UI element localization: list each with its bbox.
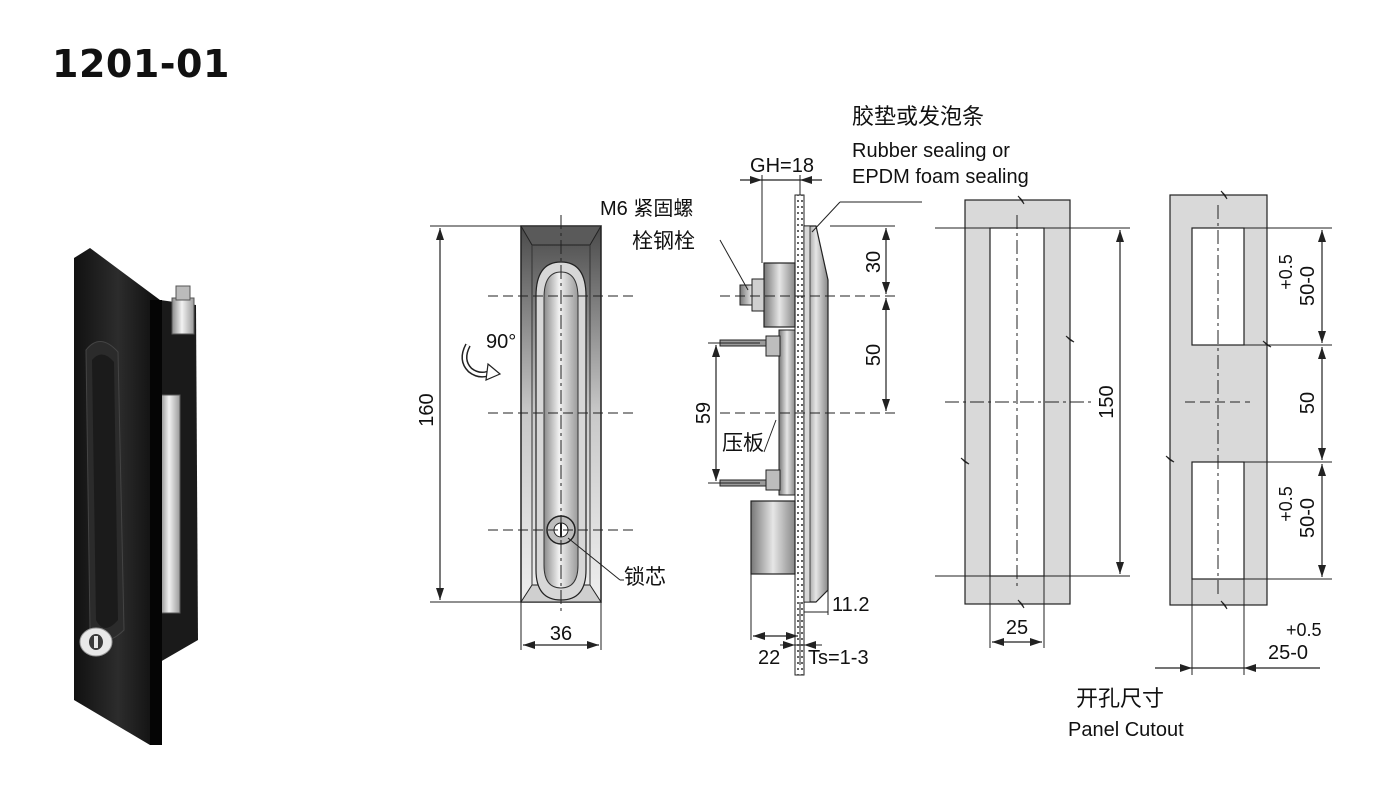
width-nom: 25-0	[1268, 642, 1308, 664]
panel-cutout-cn: 开孔尺寸	[1076, 686, 1164, 711]
bolt-label-line2: 栓钢栓	[632, 230, 695, 253]
front-width-dim: 36	[550, 623, 572, 645]
width-tol: +0.5	[1286, 620, 1322, 640]
sealing-en-line2: EPDM foam sealing	[852, 166, 1029, 188]
dim-mid: 50	[863, 344, 885, 366]
slot-nom-top: 50-0	[1297, 266, 1319, 306]
cutout-a-width-dim: 25	[1006, 617, 1028, 639]
cutout-a: 150 25	[935, 195, 1130, 648]
gap-dim: 50	[1297, 392, 1319, 414]
dim-body: 22	[758, 647, 780, 669]
slot-tol-bottom: +0.5	[1276, 486, 1296, 522]
dim-clamp-span: 59	[693, 402, 715, 424]
rotation-label: 90°	[486, 331, 516, 353]
cutout-a-height-dim: 150	[1096, 385, 1118, 418]
cutout-b: +0.5 50-0 50 +0.5 50-0 +0.5 25-0	[1155, 190, 1332, 675]
lock-core-label: 锁芯	[624, 566, 666, 589]
slot-nom-bottom: 50-0	[1297, 498, 1319, 538]
slot-tol-top: +0.5	[1276, 254, 1296, 290]
panel-cutout-en: Panel Cutout	[1068, 719, 1184, 741]
front-height-dim: 160	[416, 393, 438, 426]
sealing-en-line1: Rubber sealing or	[852, 140, 1010, 162]
panel-cutout-title: 开孔尺寸 Panel Cutout	[1068, 686, 1184, 741]
product-code: 1201-01	[52, 42, 230, 86]
front-view: 160 36 90° 锁芯	[416, 215, 666, 650]
grip-dim: GH=18	[750, 155, 814, 177]
side-view: GH=18 M6 紧固螺 栓钢栓 胶垫或发泡条 Rubber sealing o…	[600, 104, 1029, 676]
product-render	[74, 248, 198, 745]
dim-depth: 11.2	[832, 594, 869, 616]
sealing-cn: 胶垫或发泡条	[852, 104, 984, 129]
dim-top: 30	[863, 251, 885, 273]
bolt-label-line1: M6 紧固螺	[600, 197, 693, 220]
thickness-label: Ts=1-3	[808, 647, 869, 669]
clamp-label: 压板	[722, 432, 764, 455]
